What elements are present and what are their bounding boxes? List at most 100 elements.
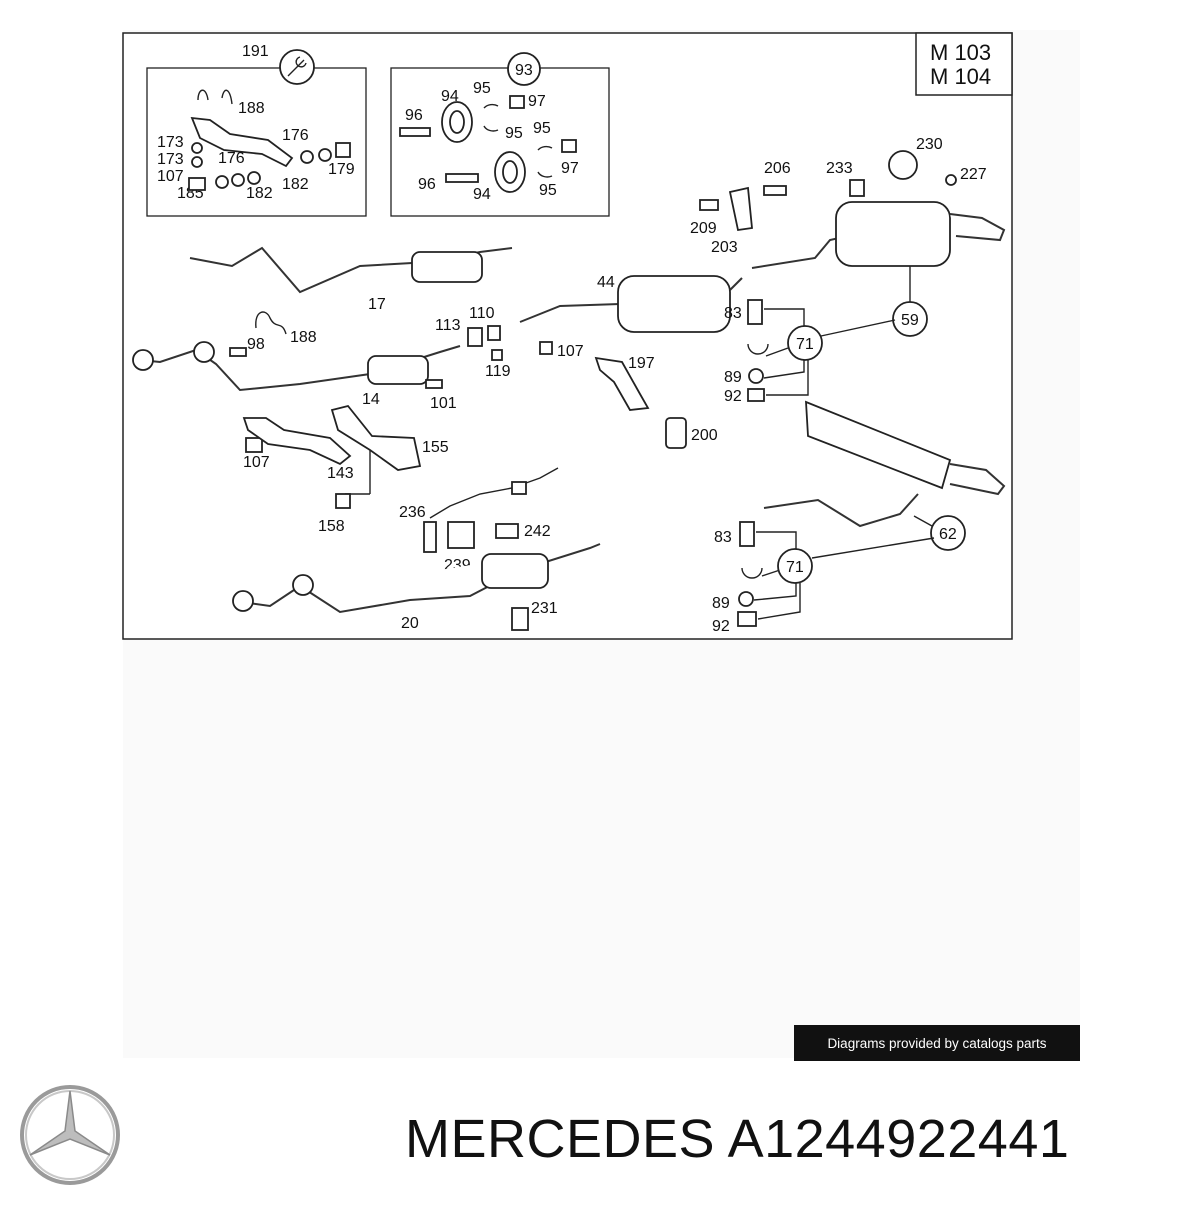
engine-label-2: M 104	[930, 64, 991, 89]
flange-part	[232, 590, 254, 612]
tailpipe-part	[949, 463, 1006, 496]
label-113: 113	[435, 317, 461, 334]
hanger-bracket-part	[728, 186, 753, 232]
label-95a: 95	[473, 80, 491, 97]
label-44: 44	[597, 274, 615, 291]
label-98: 98	[247, 336, 265, 353]
callout-62	[930, 515, 966, 551]
bolt-part	[229, 347, 247, 357]
leader-line	[763, 360, 805, 379]
callout-71b	[777, 548, 813, 584]
label-173a: 173	[157, 134, 184, 151]
rubber-part-231	[511, 607, 529, 631]
center-muffler-44	[617, 275, 731, 333]
rubber-mount-part	[849, 179, 865, 197]
rubber-ring-inner	[502, 160, 518, 184]
label-233: 233	[826, 160, 853, 177]
leader-line	[757, 583, 801, 620]
bolt-part	[739, 521, 755, 547]
ring-part	[487, 325, 501, 341]
label-95d: 95	[539, 182, 557, 199]
label-188a: 188	[238, 100, 265, 117]
rubber-ring-inner	[449, 110, 465, 134]
label-188b: 188	[290, 329, 317, 346]
sensor-clip-239	[447, 521, 475, 549]
rubber-hanger-part	[888, 150, 918, 180]
spring-part	[231, 173, 245, 187]
washer-part	[748, 368, 764, 384]
label-206: 206	[764, 160, 791, 177]
sensor-plug-part	[511, 481, 527, 495]
label-107a: 107	[157, 168, 184, 185]
nut-part	[188, 177, 206, 191]
catalytic-converter-17	[411, 251, 483, 283]
label-83b: 83	[714, 529, 732, 546]
ring-part	[491, 349, 503, 361]
washer-part	[247, 171, 261, 185]
flange-part	[132, 349, 154, 371]
label-89b: 89	[712, 595, 730, 612]
label-203: 203	[711, 239, 738, 256]
label-158: 158	[318, 518, 345, 535]
flange-part	[193, 341, 215, 363]
sensor-wire	[429, 467, 559, 519]
label-59: 59	[901, 312, 919, 329]
bolt-part	[747, 299, 763, 325]
label-200: 200	[691, 427, 718, 444]
label-107c: 107	[243, 454, 270, 471]
nut-part	[561, 139, 577, 153]
label-231: 231	[531, 600, 558, 617]
bolt-part	[763, 185, 787, 196]
bolt-part	[425, 379, 443, 389]
label-71b: 71	[786, 559, 804, 576]
leader-line	[913, 515, 933, 527]
leader-line	[820, 319, 896, 337]
label-119: 119	[485, 363, 511, 380]
watermark-banner: Diagrams provided by catalogs parts	[794, 1025, 1080, 1061]
label-107b: 107	[557, 343, 584, 360]
pipe-part	[519, 303, 621, 323]
bolt-part	[445, 173, 479, 183]
bolt-part	[699, 199, 719, 211]
nut-part	[245, 437, 263, 453]
washer-part	[191, 156, 203, 168]
catalytic-converter-20	[481, 553, 549, 589]
plug-242	[495, 523, 519, 539]
clamp-part	[483, 103, 499, 132]
callout-59	[892, 301, 928, 337]
label-95c: 95	[533, 120, 551, 137]
label-96b: 96	[418, 176, 436, 193]
leader-line	[765, 347, 789, 357]
label-97a: 97	[528, 93, 546, 110]
label-62: 62	[939, 526, 957, 543]
clamp-part	[537, 145, 553, 178]
label-17: 17	[368, 296, 386, 313]
label-242: 242	[524, 523, 551, 540]
callout-71a	[787, 325, 823, 361]
label-14: 14	[362, 391, 380, 408]
washer-part	[945, 174, 957, 186]
label-209: 209	[690, 220, 717, 237]
bracket-part	[190, 116, 294, 168]
label-83a: 83	[724, 305, 742, 322]
label-176a: 176	[282, 127, 309, 144]
bracket-197	[594, 356, 650, 411]
label-97b: 97	[561, 160, 579, 177]
engine-box	[915, 32, 1013, 96]
label-155: 155	[422, 439, 449, 456]
heat-shield-143	[242, 417, 352, 466]
u-bolt-part	[255, 311, 287, 335]
washer-part	[191, 142, 203, 154]
u-bolt-part	[197, 89, 233, 105]
label-143: 143	[327, 465, 354, 482]
heat-shield-155	[330, 404, 422, 471]
bolt-head-part	[335, 142, 351, 158]
label-227: 227	[960, 166, 987, 183]
rubber-mount-200	[665, 417, 687, 449]
label-94b: 94	[473, 186, 491, 203]
leader-line	[761, 569, 781, 577]
nut-part	[737, 611, 757, 627]
pipe-part	[729, 277, 743, 291]
nut-part	[509, 95, 525, 109]
